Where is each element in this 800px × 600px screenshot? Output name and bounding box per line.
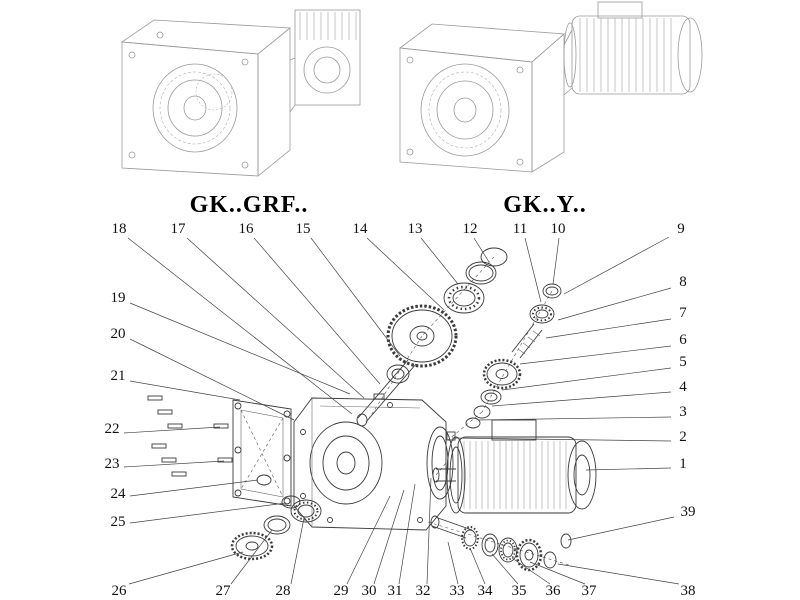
callout-leader-26 bbox=[128, 551, 244, 585]
callout-number-39: 39 bbox=[681, 504, 696, 520]
callout-number-28: 28 bbox=[276, 583, 291, 599]
lower-cover-parts bbox=[230, 474, 322, 561]
callout-number-34: 34 bbox=[478, 583, 494, 599]
callout-leader-39 bbox=[567, 516, 675, 541]
callout-number-38: 38 bbox=[681, 583, 696, 599]
callout-leader-31 bbox=[398, 483, 416, 585]
output-shaft-assembly bbox=[430, 515, 572, 572]
callout-number-1: 1 bbox=[679, 456, 687, 472]
input-shaft-gear bbox=[356, 304, 458, 427]
callout-leader-11 bbox=[524, 237, 542, 303]
callout-number-30: 30 bbox=[362, 583, 377, 599]
callout-number-33: 33 bbox=[450, 583, 465, 599]
callout-number-13: 13 bbox=[408, 221, 423, 237]
callout-leader-27 bbox=[230, 529, 273, 585]
bolt-studs bbox=[147, 395, 233, 477]
callout-leader-5 bbox=[501, 367, 672, 391]
callout-leader-16 bbox=[253, 237, 381, 385]
callout-leader-24 bbox=[129, 479, 259, 497]
gearbox-y-drawing bbox=[398, 1, 703, 173]
callout-leader-22 bbox=[123, 426, 221, 434]
callout-leader-38 bbox=[557, 563, 680, 585]
callout-leader-36 bbox=[511, 557, 551, 585]
callout-leader-17 bbox=[186, 237, 365, 399]
callout-number-16: 16 bbox=[239, 221, 255, 237]
callout-leader-10 bbox=[552, 237, 560, 285]
callout-number-29: 29 bbox=[334, 583, 349, 599]
callout-leader-13 bbox=[420, 237, 459, 285]
callout-number-11: 11 bbox=[513, 221, 527, 237]
callout-number-26: 26 bbox=[112, 583, 128, 599]
callout-leader-3 bbox=[477, 416, 672, 421]
callout-leader-7 bbox=[545, 318, 672, 339]
callout-number-32: 32 bbox=[416, 583, 431, 599]
callout-leader-25 bbox=[129, 502, 287, 524]
callout-number-17: 17 bbox=[171, 221, 187, 237]
callout-number-7: 7 bbox=[679, 305, 687, 321]
callout-number-3: 3 bbox=[679, 404, 687, 420]
callout-number-18: 18 bbox=[112, 221, 127, 237]
callout-leader-23 bbox=[123, 460, 225, 468]
title-gk-y: GK..Y.. bbox=[503, 192, 586, 218]
callout-number-21: 21 bbox=[111, 368, 126, 384]
callout-number-5: 5 bbox=[679, 354, 687, 370]
callout-leader-19 bbox=[129, 302, 351, 395]
callout-leader-2 bbox=[451, 437, 672, 442]
callout-leader-6 bbox=[519, 345, 672, 365]
callout-leader-33 bbox=[447, 541, 459, 585]
callout-number-9: 9 bbox=[677, 221, 685, 237]
gearbox-grf-drawing bbox=[120, 9, 361, 177]
callout-leader-18 bbox=[127, 237, 353, 415]
callout-number-14: 14 bbox=[353, 221, 369, 237]
callout-number-24: 24 bbox=[111, 486, 127, 502]
upper-bearing-rings bbox=[443, 247, 508, 314]
callout-number-6: 6 bbox=[679, 332, 687, 348]
flange-plate bbox=[232, 399, 292, 507]
callout-leader-9 bbox=[563, 236, 670, 295]
callout-leader-4 bbox=[491, 391, 672, 407]
callout-leader-35 bbox=[491, 553, 519, 585]
title-gk-grf: GK..GRF.. bbox=[190, 192, 309, 218]
callout-leader-8 bbox=[557, 287, 672, 321]
callout-number-36: 36 bbox=[546, 583, 562, 599]
callout-leader-14 bbox=[366, 237, 445, 311]
callout-number-15: 15 bbox=[296, 221, 311, 237]
callout-number-10: 10 bbox=[551, 221, 566, 237]
callout-number-23: 23 bbox=[105, 456, 120, 472]
electric-motor bbox=[432, 419, 597, 514]
callout-number-8: 8 bbox=[679, 274, 687, 290]
callout-leader-34 bbox=[469, 547, 486, 585]
callout-leader-1 bbox=[585, 467, 672, 471]
callout-leader-32 bbox=[426, 477, 432, 585]
callout-number-31: 31 bbox=[388, 583, 403, 599]
callout-leader-30 bbox=[373, 489, 405, 585]
callout-number-37: 37 bbox=[582, 583, 598, 599]
callout-number-22: 22 bbox=[105, 421, 120, 437]
callout-leader-20 bbox=[129, 338, 295, 421]
callout-number-35: 35 bbox=[512, 583, 527, 599]
callout-number-2: 2 bbox=[679, 429, 687, 445]
callout-leader-12 bbox=[473, 237, 490, 263]
gear-housing bbox=[293, 397, 456, 531]
callout-number-20: 20 bbox=[111, 326, 126, 342]
callout-number-19: 19 bbox=[111, 290, 126, 306]
callout-leader-37 bbox=[529, 561, 586, 585]
callout-number-12: 12 bbox=[463, 221, 478, 237]
callout-number-27: 27 bbox=[216, 583, 232, 599]
callout-number-4: 4 bbox=[679, 379, 687, 395]
callout-leader-29 bbox=[346, 495, 391, 585]
callout-leader-21 bbox=[129, 380, 241, 401]
callout-leader-28 bbox=[290, 517, 305, 585]
pinion-shaft-parts bbox=[465, 283, 562, 429]
callout-leader-15 bbox=[310, 237, 401, 357]
exploded-view bbox=[147, 247, 597, 572]
callout-number-25: 25 bbox=[111, 514, 126, 530]
